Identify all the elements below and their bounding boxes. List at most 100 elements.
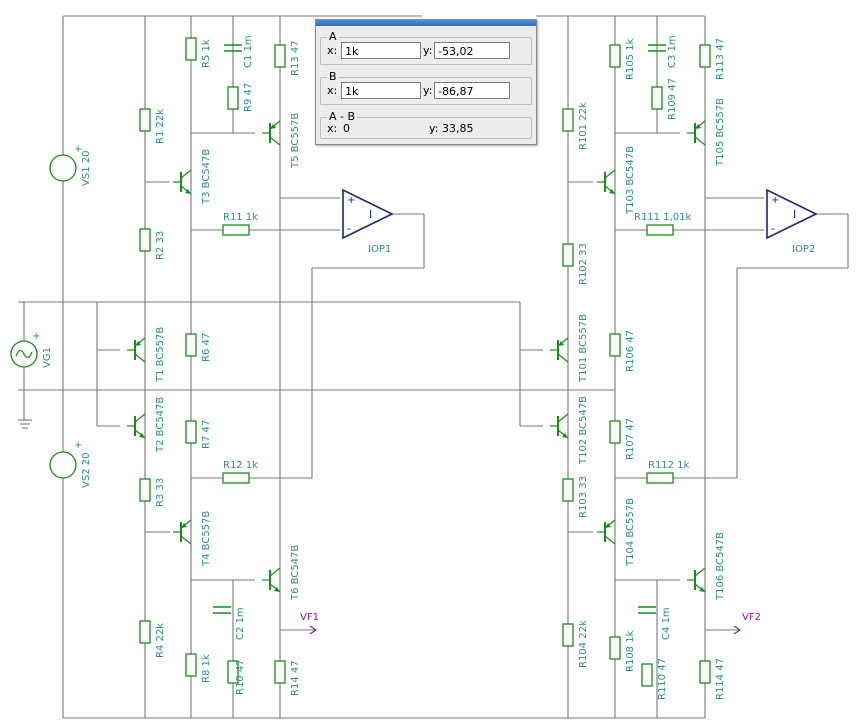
transistor-t102[interactable] [549,413,569,439]
label-r114: R114 47 [715,658,726,700]
cursor-diff-group: A - B x: 0 y: 33,85 [320,110,532,139]
resistor-r2[interactable] [139,228,151,252]
label-c4: C4 1m [661,607,672,640]
label-r106: R106 47 [625,330,636,372]
label-vs1: VS1 20 [81,151,92,186]
resistor-r8[interactable] [185,653,197,677]
label-r11: R11 1k [223,212,258,223]
iop1-minus: - [347,222,351,235]
resistor-r108[interactable] [609,636,621,660]
transistor-t101[interactable] [549,337,569,363]
label-r6: R6 47 [201,333,212,362]
label-t3: T3 BC547B [201,149,212,205]
label-r7: R7 47 [201,420,212,449]
cursor-diff-x-label: x: [327,122,338,135]
resistor-r13[interactable] [274,44,286,68]
label-vf2: VF2 [742,612,761,623]
transistor-t2[interactable] [126,413,146,439]
capacitor-c2[interactable] [212,606,232,614]
label-c3: C3 1m [667,35,678,68]
resistor-r12[interactable] [222,472,250,484]
label-r109: R109 47 [667,78,678,120]
resistor-r3[interactable] [139,478,151,502]
label-r108: R108 1k [625,630,636,672]
resistor-r109[interactable] [651,86,663,110]
label-c1: C1 1m [243,35,254,68]
resistor-r114[interactable] [699,660,711,684]
label-vg1: VG1 [42,347,53,368]
cursor-a-y-field[interactable]: -53,02 [434,42,510,59]
resistor-r105[interactable] [609,44,621,68]
label-r1: R1 22k [155,109,166,144]
resistor-r101[interactable] [562,108,574,132]
transistor-t103[interactable] [596,169,616,195]
label-r9: R9 47 [243,83,254,112]
label-vf1: VF1 [300,612,319,623]
label-t5: T5 BC557B [290,113,301,169]
cursor-diff-y-label: y: [429,122,439,135]
label-r14: R14 47 [290,660,301,696]
resistor-r14[interactable] [274,660,286,684]
label-c2: C2 1m [235,607,246,640]
transistor-t3[interactable] [172,169,192,195]
label-t4: T4 BC557B [201,511,212,567]
resistor-r11[interactable] [222,224,250,236]
cursor-b-group: B x: 1k y: -86,87 [320,70,532,105]
capacitor-c4[interactable] [637,606,657,614]
resistor-r9[interactable] [227,86,239,110]
label-t1: T1 BC557B [155,327,166,383]
transistor-t6[interactable] [261,567,281,593]
iop2-minus: - [771,222,775,235]
transistor-t5[interactable] [261,120,281,146]
resistor-r104[interactable] [562,623,574,647]
iop2-symbol: I [793,208,796,221]
cursor-b-y-field[interactable]: -86,87 [434,82,510,99]
transistor-t104[interactable] [596,519,616,545]
sources-left: + + + [10,144,82,479]
resistor-r6[interactable] [185,333,197,357]
resistor-r7[interactable] [185,420,197,444]
label-vs2: VS2 20 [81,453,92,488]
label-r105: R105 1k [625,38,636,80]
cursor-a-y-label: y: [423,44,433,57]
cursor-readout-dialog[interactable]: A x: 1k y: -53,02 B x: 1k y: -86,87 A - … [315,19,537,145]
net-vf1[interactable] [309,625,317,635]
label-r104: R104 22k [578,620,589,668]
resistor-r107[interactable] [609,420,621,444]
transistor-t1[interactable] [126,337,146,363]
vg1-plus: + [32,331,40,342]
label-t101: T101 BC557B [578,314,589,383]
net-vf2[interactable] [733,625,741,635]
iop2-plus: + [771,195,779,206]
label-r107: R107 47 [625,418,636,460]
transistor-t106[interactable] [686,567,706,593]
resistor-r106[interactable] [609,333,621,357]
cursor-a-group: A x: 1k y: -53,02 [320,30,532,65]
label-r4: R4 22k [155,623,166,658]
resistor-r102[interactable] [562,243,574,267]
transistor-t4[interactable] [172,519,192,545]
label-t102: T102 BC547B [578,396,589,465]
opamp-iop1[interactable]: + - I [342,188,394,240]
resistor-r1[interactable] [139,108,151,132]
label-t2: T2 BC547B [155,397,166,453]
resistor-r5[interactable] [185,37,197,61]
transistor-t105[interactable] [686,120,706,146]
opamp-iop2[interactable]: + - I [766,188,818,240]
resistor-r110[interactable] [641,663,653,687]
label-r12: R12 1k [223,460,258,471]
cursor-a-x-field[interactable]: 1k [341,42,421,59]
resistor-r103[interactable] [562,478,574,502]
cursor-diff-title: A - B [327,110,358,123]
cursor-b-x-field[interactable]: 1k [341,82,421,99]
label-r2: R2 33 [155,231,166,260]
resistor-r111[interactable] [646,224,674,236]
dialog-titlebar[interactable] [316,20,536,26]
resistor-r112[interactable] [646,472,674,484]
resistor-r4[interactable] [139,620,151,644]
label-r10: R10 47 [235,659,246,695]
cursor-b-x-label: x: [327,84,338,97]
resistor-r113[interactable] [699,44,711,68]
label-r3: R3 33 [155,478,166,507]
